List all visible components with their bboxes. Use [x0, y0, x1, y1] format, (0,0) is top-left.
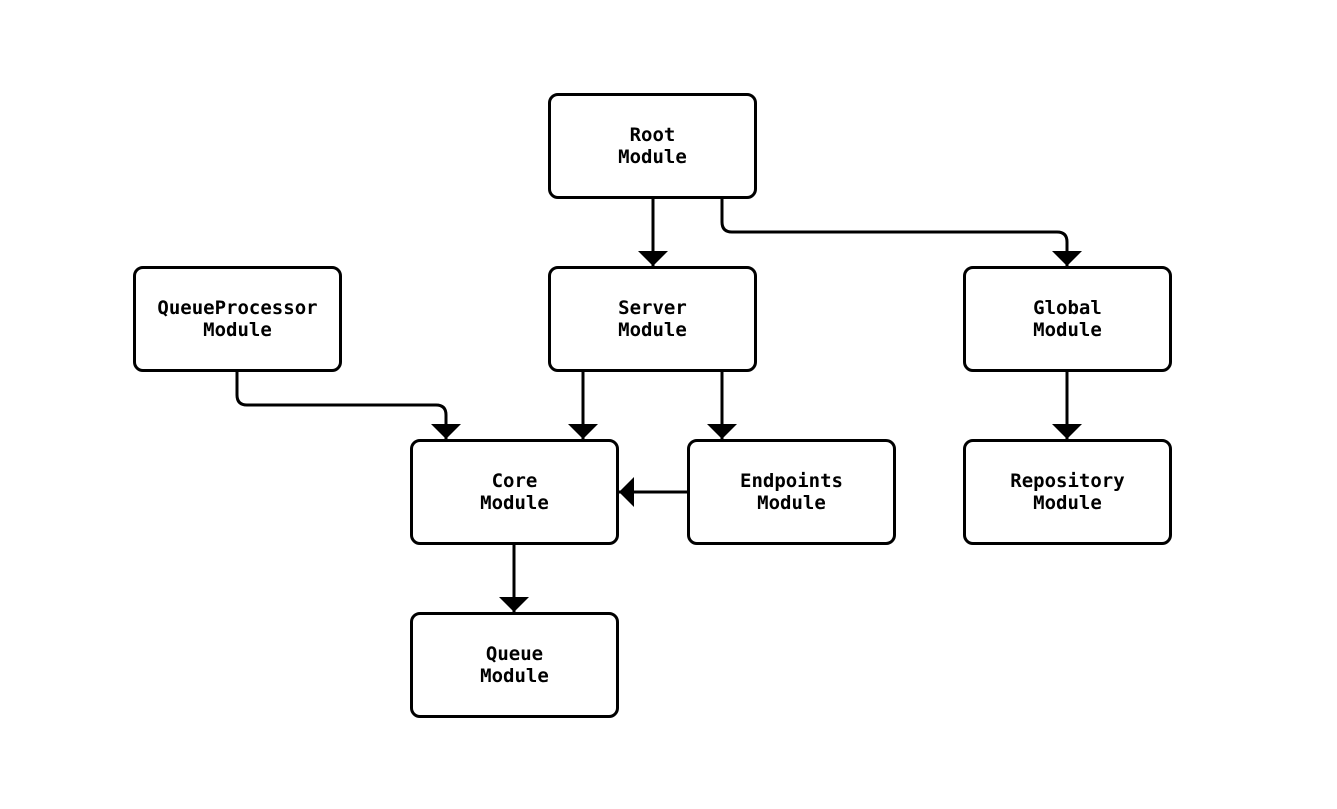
node-label-line: Module [1033, 492, 1102, 514]
node-label-line: Queue [485, 643, 544, 665]
node-label-line: Module [480, 492, 549, 514]
node-label-line: Module [480, 665, 549, 687]
node-label-line: Endpoints [740, 470, 843, 492]
node-label-line: Module [757, 492, 826, 514]
node-label-line: Root [629, 124, 676, 146]
node-label-line: Module [618, 146, 687, 168]
node-label-line: Core [491, 470, 538, 492]
node-label-line: Module [203, 319, 272, 341]
edge-queueprocessor-to-core [235, 372, 461, 439]
node-label-line: Server [618, 297, 687, 319]
node-label-line: Repository [1010, 470, 1125, 492]
node-label-line: Module [618, 319, 687, 341]
node-label-line: Global [1033, 297, 1102, 319]
edge-group [235, 199, 1082, 612]
node-label-line: QueueProcessor [157, 297, 318, 319]
node-label-line: Module [1033, 319, 1102, 341]
edge-root-to-global [720, 199, 1082, 266]
